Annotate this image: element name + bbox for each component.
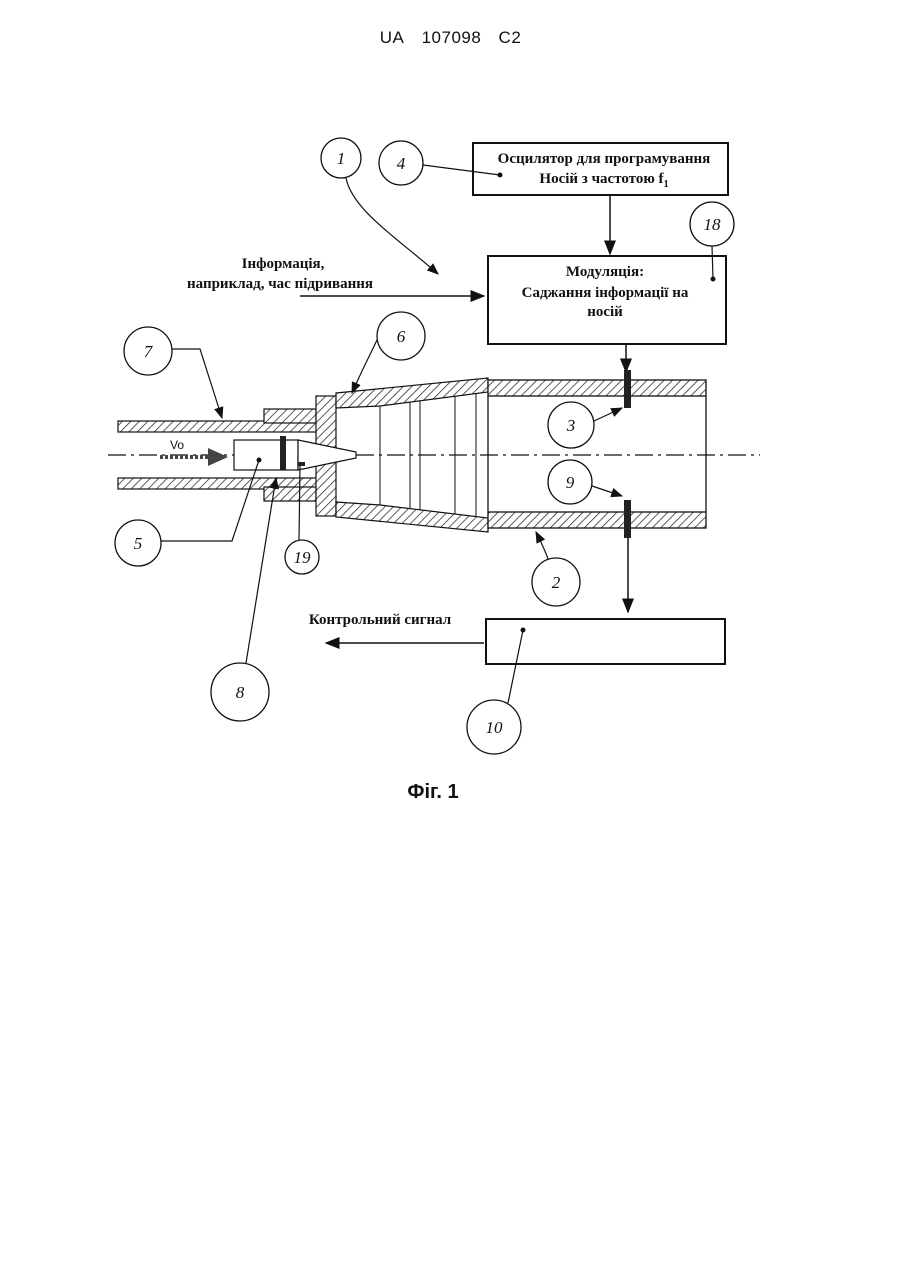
info-label-line2: наприклад, час підривання [187, 276, 373, 292]
modulation-label-line3: носій [587, 304, 623, 320]
control-signal-label: Контрольний сигнал [309, 612, 452, 628]
svg-text:4: 4 [397, 154, 406, 173]
svg-text:1: 1 [337, 149, 346, 168]
ref-2: 2 [532, 532, 580, 606]
ref-7: 7 [124, 327, 222, 418]
svg-text:10: 10 [486, 718, 504, 737]
ref-4: 4 [379, 141, 500, 185]
ref-6: 6 [352, 312, 425, 393]
oscillator-label-sub: 1 [664, 179, 669, 190]
info-label-line1: Інформація, [242, 256, 325, 272]
ref-3: 3 [548, 402, 622, 448]
svg-text:9: 9 [566, 473, 575, 492]
oscillator-label-main: Носій з частотою f [539, 171, 664, 187]
evaluation-box [486, 619, 725, 664]
ref-18: 18 [690, 202, 734, 279]
modulation-label-line2: Саджання інформації на [522, 285, 689, 301]
svg-text:19: 19 [294, 548, 312, 567]
svg-text:3: 3 [566, 416, 576, 435]
oscillator-label-line1: Осцилятор для програмування [498, 151, 711, 167]
ref-5: 5 [115, 460, 259, 566]
ref-10: 10 [467, 630, 523, 754]
figure-caption: Фіг. 1 [0, 781, 866, 804]
svg-text:18: 18 [704, 215, 722, 234]
ref-9: 9 [548, 460, 622, 504]
ref-8: 8 [211, 478, 276, 721]
svg-text:2: 2 [552, 573, 561, 592]
svg-text:8: 8 [236, 683, 245, 702]
svg-text:5: 5 [134, 534, 143, 553]
oscillator-label-line2: Носій з частотою f1 [539, 171, 668, 190]
velocity-label: Vo [170, 438, 184, 452]
svg-text:6: 6 [397, 327, 406, 346]
modulation-label-line1: Модуляція: [566, 264, 644, 280]
